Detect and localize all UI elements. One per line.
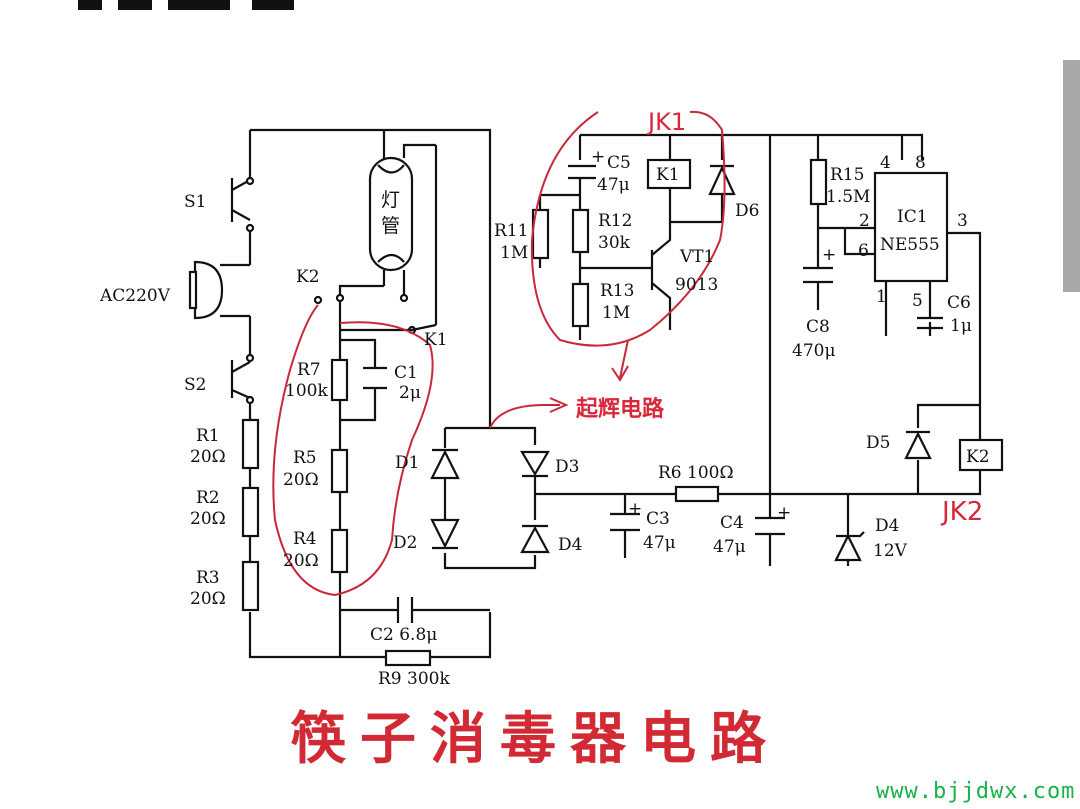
diagram-title: 筷子消毒器电路 xyxy=(290,707,780,772)
label-r4-value: 20Ω xyxy=(283,551,319,571)
label-r4: R4 xyxy=(293,529,317,549)
label-c3-value: 47μ xyxy=(643,533,676,553)
label-pin-8: 8 xyxy=(915,153,926,173)
label-pin-5: 5 xyxy=(912,291,923,311)
cropped-header-text xyxy=(0,0,1080,14)
label-d4-zener: D4 xyxy=(875,516,899,536)
label-ic1: IC1 xyxy=(897,207,928,227)
label-r15-value: 1.5M xyxy=(826,187,870,207)
left-power-wires xyxy=(220,128,492,659)
label-c5: C5 xyxy=(607,153,631,173)
annotation-jk2: JK2 xyxy=(940,497,983,527)
label-r15: R15 xyxy=(830,165,864,185)
relay-contacts xyxy=(313,293,437,335)
label-r1-value: 20Ω xyxy=(190,447,226,467)
annotation-jk1: JK1 xyxy=(646,108,686,136)
plus-c5: + xyxy=(591,147,605,167)
label-lamp-2: 管 xyxy=(381,215,400,237)
label-k1-contact: K1 xyxy=(424,330,448,350)
label-pin-3: 3 xyxy=(957,211,968,231)
label-d5: D5 xyxy=(866,433,890,453)
label-d2: D2 xyxy=(393,533,417,553)
label-r5: R5 xyxy=(293,448,317,468)
label-pin-2: 2 xyxy=(859,211,870,231)
label-d4: D4 xyxy=(558,535,582,555)
label-c6-value: 1μ xyxy=(950,316,972,336)
resistor-r2 xyxy=(241,486,260,538)
ic-ne555 xyxy=(873,171,949,283)
label-d6: D6 xyxy=(735,201,759,221)
label-c1-value: 2μ xyxy=(399,383,421,403)
label-d3: D3 xyxy=(555,457,579,477)
top-rail xyxy=(580,133,924,494)
diode-bridge xyxy=(430,426,605,570)
label-r12-value: 30k xyxy=(598,233,631,253)
label-vt1-value: 9013 xyxy=(675,275,718,295)
label-c4-value: 47μ xyxy=(713,537,746,557)
label-r9: R9 300k xyxy=(378,669,450,689)
plus-c8: + xyxy=(822,245,836,265)
label-c3: C3 xyxy=(646,509,670,529)
label-r6: R6 100Ω xyxy=(658,463,734,483)
label-ac220v: AC220V xyxy=(99,286,171,306)
plus-c3: + xyxy=(628,499,642,519)
label-r5-value: 20Ω xyxy=(283,470,319,490)
label-pin-6: 6 xyxy=(858,241,869,261)
lamp-tube-icon xyxy=(338,143,438,325)
switch-s2 xyxy=(230,353,255,405)
label-c1: C1 xyxy=(394,363,418,383)
label-pin-4: 4 xyxy=(880,153,891,173)
label-r3-value: 20Ω xyxy=(190,589,226,609)
label-k2-contact: K2 xyxy=(296,267,320,287)
label-ic1-value: NE555 xyxy=(880,235,940,255)
label-s2: S2 xyxy=(184,375,206,395)
timer-transistor-section xyxy=(531,135,736,340)
label-s1: S1 xyxy=(184,192,206,212)
label-lamp-1: 灯 xyxy=(381,189,400,211)
resistor-r1 xyxy=(241,418,260,470)
watermark-url[interactable]: www.bjjdwx.com xyxy=(876,779,1076,804)
label-k2-relay: K2 xyxy=(966,447,990,467)
label-c8: C8 xyxy=(806,317,830,337)
filter-section xyxy=(605,485,918,566)
resistor-chain xyxy=(330,330,490,667)
label-d1: D1 xyxy=(395,453,419,473)
plus-c4: + xyxy=(777,503,791,523)
label-r2-value: 20Ω xyxy=(190,509,226,529)
red-annotations xyxy=(272,110,726,597)
switch-s1 xyxy=(230,176,255,233)
ac-plug-icon xyxy=(188,260,224,320)
label-pin-1: 1 xyxy=(876,287,887,307)
label-vt1: VT1 xyxy=(679,247,714,267)
label-r7: R7 xyxy=(297,360,321,380)
label-r13: R13 xyxy=(600,281,634,301)
label-c6: C6 xyxy=(947,293,971,313)
label-d4-zener-value: 12V xyxy=(873,541,908,561)
label-r1: R1 xyxy=(196,426,220,446)
label-k1-relay: K1 xyxy=(656,165,680,185)
label-r11-value: 1M xyxy=(500,243,528,263)
label-r12: R12 xyxy=(598,211,632,231)
resistor-r3 xyxy=(241,560,260,612)
label-r7-value: 100k xyxy=(285,381,328,401)
label-r2: R2 xyxy=(196,488,220,508)
label-c2: C2 6.8μ xyxy=(370,625,437,645)
label-c5-value: 47μ xyxy=(597,175,630,195)
label-c8-value: 470μ xyxy=(792,341,836,361)
timer-ic-section xyxy=(803,158,1004,496)
label-c4: C4 xyxy=(720,513,744,533)
label-r11: R11 xyxy=(494,221,528,241)
label-r13-value: 1M xyxy=(602,303,630,323)
label-r3: R3 xyxy=(196,568,220,588)
scrollbar-thumb[interactable] xyxy=(1063,60,1080,292)
annotation-glow-circuit: 起辉电路 xyxy=(575,396,665,422)
